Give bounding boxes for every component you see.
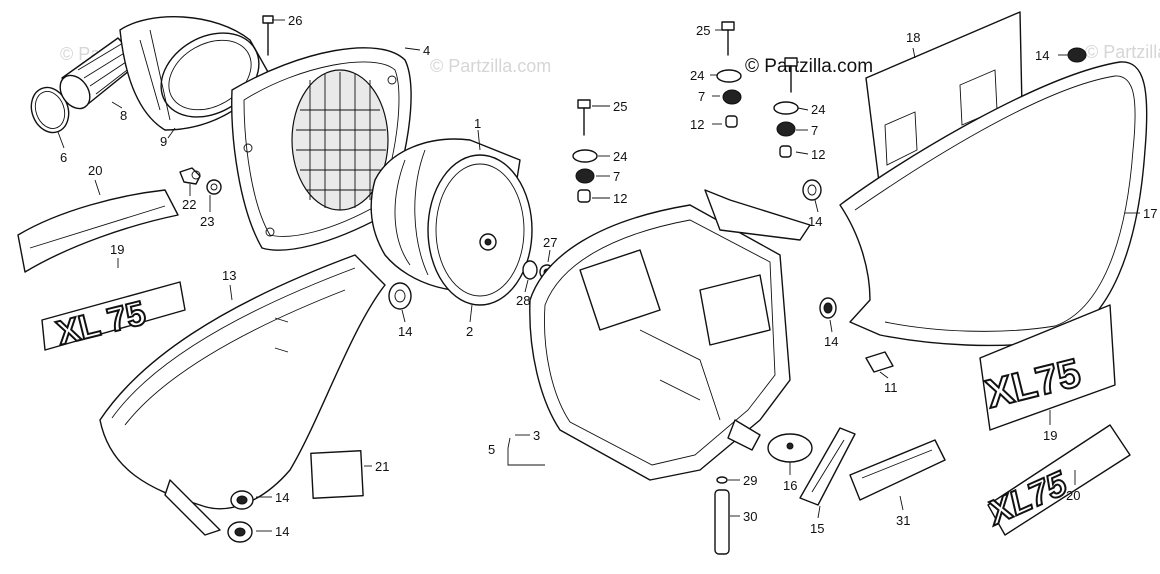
part-15-rubber-strap [799,427,856,506]
callout-7: 7 [613,169,620,184]
part-11-label [865,351,894,373]
callout-28: 28 [516,293,530,308]
part-12-collar [779,145,792,158]
callout-18: 18 [906,30,920,45]
part-14-grommet [230,490,254,510]
part-14-grommet [802,179,822,201]
callout-13: 13 [222,268,236,283]
callout-11: 11 [884,380,898,395]
part-30-pin [714,489,730,555]
callout-14: 14 [824,334,838,349]
callout-5: 5 [488,442,495,457]
callout-30: 30 [743,509,757,524]
svg-text:XL75: XL75 [981,464,1074,533]
callout-20: 20 [1066,488,1080,503]
part-25-bolt [784,57,798,93]
part-20-emblem-left [17,189,179,273]
callout-26: 26 [288,13,302,28]
copyright-label: © Partzilla.com [745,56,873,77]
filter-screen-mesh [291,69,389,211]
leader-lines [57,19,1140,532]
callout-2: 2 [466,324,473,339]
callout-31: 31 [896,513,910,528]
svg-text:XL 75: XL 75 [53,294,150,353]
callout-1: 1 [474,116,481,131]
part-24-washer [773,101,799,115]
callout-6: 6 [60,150,67,165]
part-24-washer [716,69,742,83]
callout-12: 12 [613,191,627,206]
watermark: © Partzilla.com [1085,42,1160,62]
callout-4: 4 [423,43,430,58]
part-3-air-cleaner-case [529,189,811,481]
callout-12: 12 [811,147,825,162]
part-24-washer [572,149,598,163]
callout-17: 17 [1143,206,1157,221]
callout-21: 21 [375,459,389,474]
callout-29: 29 [743,473,757,488]
callout-14: 14 [398,324,412,339]
callout-14: 14 [808,214,822,229]
part-7-damper [722,89,742,105]
part-12-collar [725,115,738,128]
watermark: © Partzilla.com [430,56,551,76]
part-25-bolt [577,99,591,136]
part-29-clip [716,476,728,484]
callout-27: 27 [543,235,557,250]
callout-24: 24 [613,149,627,164]
part-17-side-cover-right [839,61,1148,347]
callout-3: 3 [533,428,540,443]
callout-7: 7 [698,89,705,104]
callout-16: 16 [783,478,797,493]
part-8-intake-tube [59,37,141,110]
callout-25: 25 [613,99,627,114]
part-28-washer [522,260,538,280]
part-25-bolt [721,21,735,56]
part-31-rubber-band [849,439,946,501]
callout-24: 24 [811,102,825,117]
callout-19: 19 [1043,428,1057,443]
part-19-decal-left: XL 75 [41,281,186,354]
part-22-wing-bolt [179,167,201,185]
callout-9: 9 [160,134,167,149]
part-23-washer [206,179,222,195]
callout-20: 20 [88,163,102,178]
part-13-side-cover-left [99,254,386,536]
part-26-screw [262,15,274,56]
callout-12: 12 [690,117,704,132]
part-7-damper [575,168,595,184]
callout-numbers: 26 4 8 9 6 20 22 23 19 13 1 2 14 21 14 1… [60,13,1157,539]
part-1-filter-element [370,138,533,306]
part-14-grommet [819,297,837,319]
callout-7: 7 [811,123,818,138]
callout-8: 8 [120,108,127,123]
callout-15: 15 [810,521,824,536]
callout-14: 14 [275,524,289,539]
part-21-label [310,450,364,499]
callout-25: 25 [696,23,710,38]
callout-19: 19 [110,242,124,257]
part-6-clamp-ring [30,86,70,134]
part-14-grommet [388,282,412,310]
part-14-grommet [227,521,253,543]
part-7-damper [776,121,796,137]
callout-22: 22 [182,197,196,212]
callout-14: 14 [1035,48,1049,63]
part-14-grommet [1067,47,1087,63]
callout-24: 24 [690,68,704,83]
part-12-collar [577,189,591,203]
callout-23: 23 [200,214,214,229]
callout-14: 14 [275,490,289,505]
